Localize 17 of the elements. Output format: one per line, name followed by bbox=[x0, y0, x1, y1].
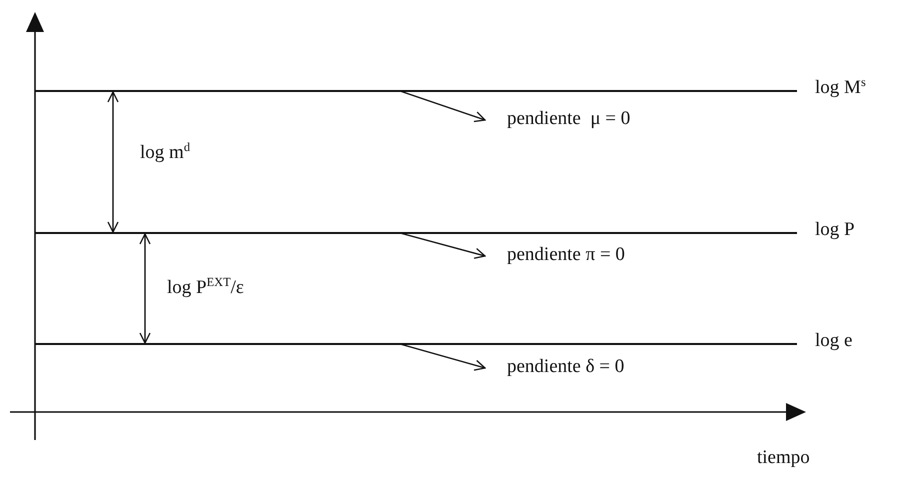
arrow bbox=[400, 343, 486, 371]
axis-label: tiempo bbox=[757, 447, 810, 469]
slope-label: pendiente π = 0 bbox=[507, 244, 625, 266]
dimension-label: log P$^{EXT}$/ε bbox=[167, 277, 244, 299]
horizontal-line bbox=[35, 90, 797, 92]
line-label: log e bbox=[815, 330, 852, 352]
slope-label: pendiente δ = 0 bbox=[507, 356, 624, 378]
horizontal-line bbox=[35, 343, 797, 345]
dimension-label: log m$^{d}$ bbox=[140, 142, 190, 164]
arrow bbox=[400, 232, 486, 259]
horizontal-line bbox=[35, 232, 797, 234]
arrow bbox=[107, 91, 119, 233]
slope-label: pendiente μ = 0 bbox=[507, 108, 630, 130]
line-label: log P bbox=[815, 219, 855, 241]
arrow bbox=[400, 90, 486, 122]
arrow bbox=[139, 233, 151, 344]
line-label: log M$^{s}$ bbox=[815, 77, 866, 99]
